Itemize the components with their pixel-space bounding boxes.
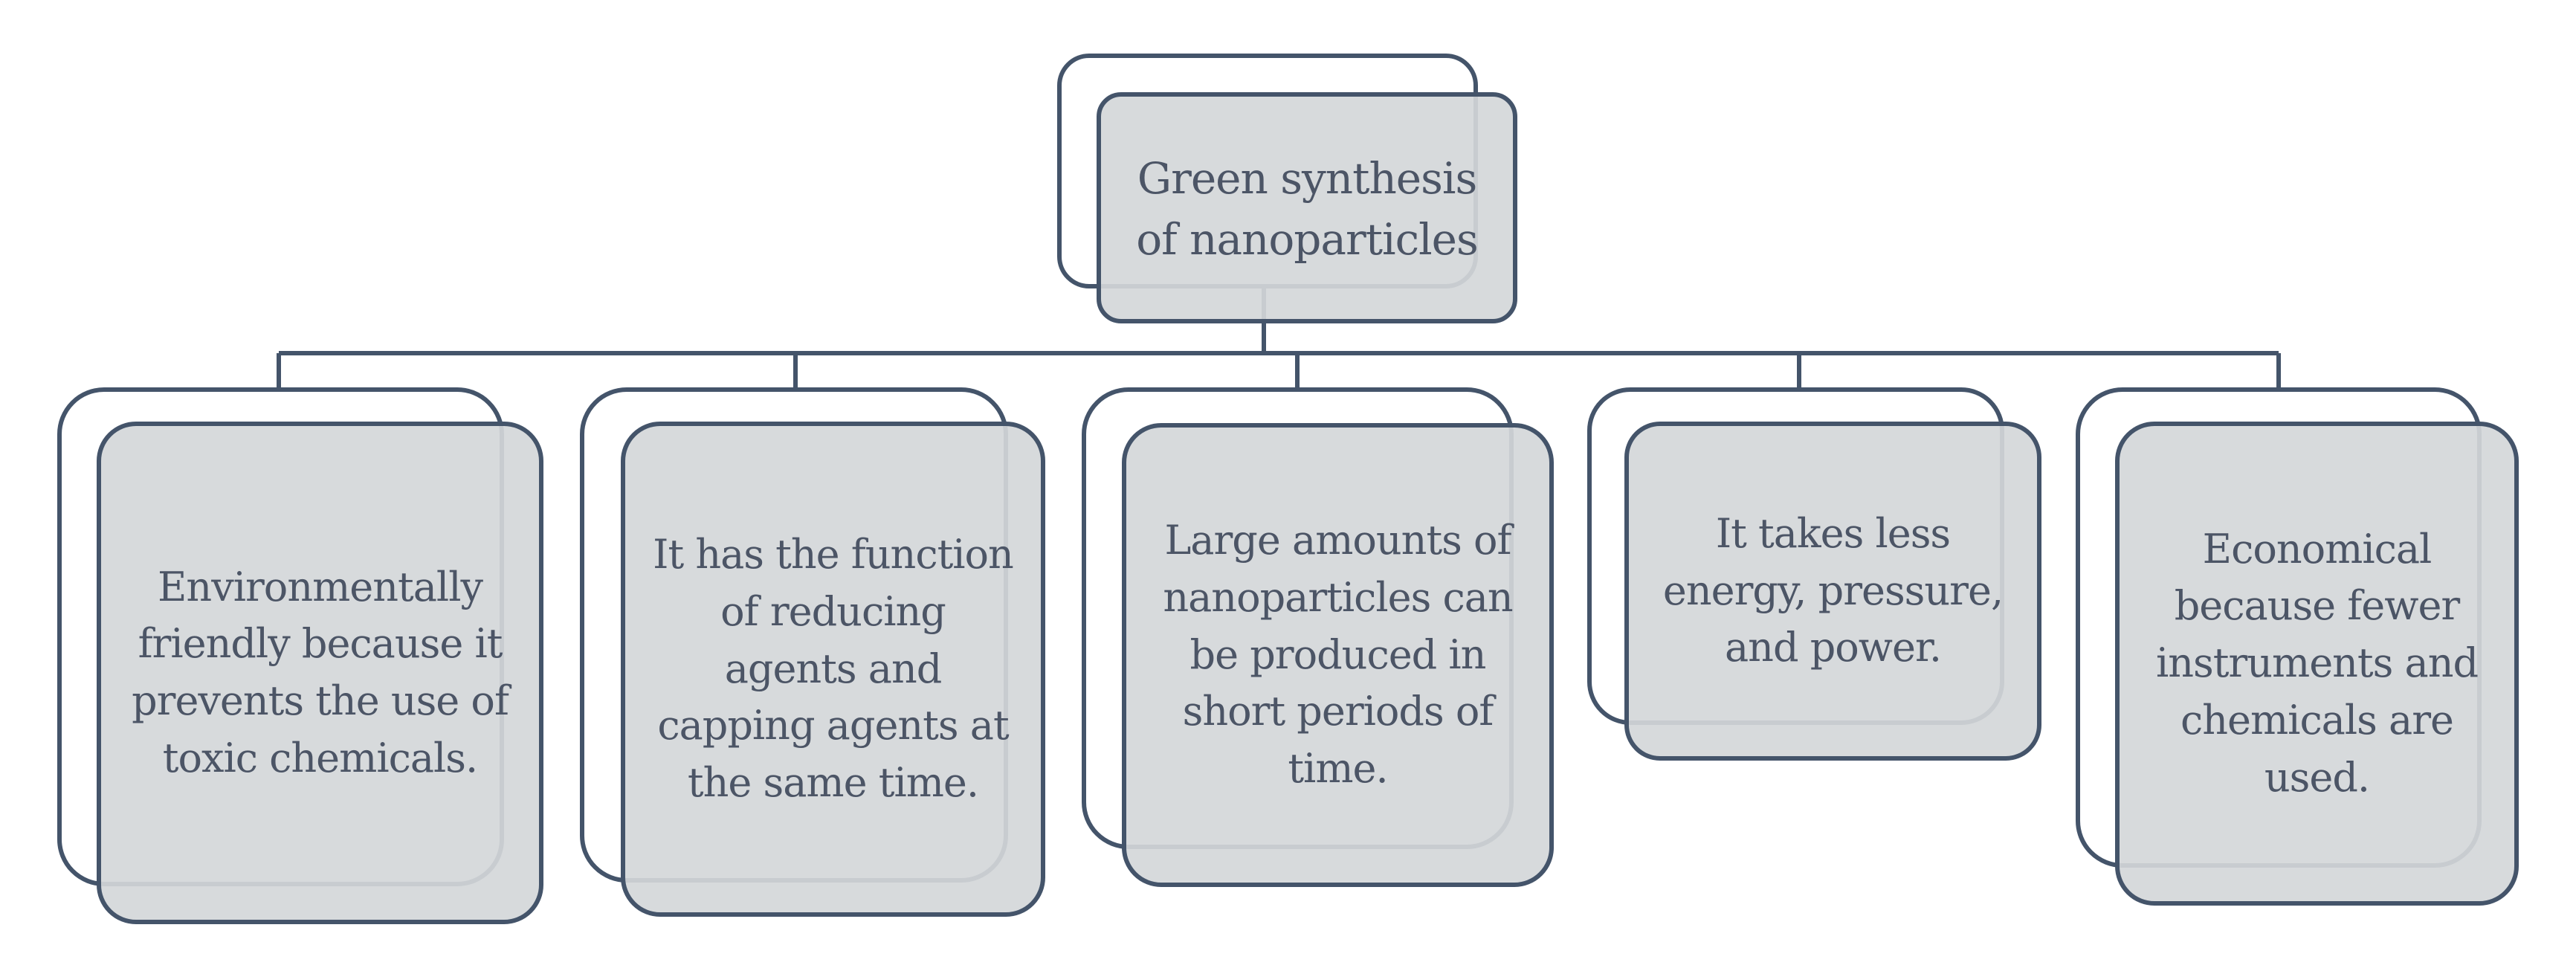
child-node-1 (57, 387, 543, 924)
child-node-5 (2076, 387, 2519, 906)
root-node-label: Green synthesis of nanoparticles (1136, 152, 1478, 265)
root-node-front-box (1097, 92, 1517, 323)
child-node-5-front-box (2115, 422, 2519, 906)
connector-lines (277, 283, 2281, 390)
child-node-4-front-box (1624, 422, 2041, 761)
child-node-3-label: Large amounts of nanoparticles can be pr… (1163, 517, 1513, 792)
child-node-2-label: It has the function of reducing agents a… (653, 531, 1014, 806)
child-node-3 (1082, 387, 1554, 887)
child-node-4 (1587, 387, 2041, 761)
child-node-3-front-box (1122, 423, 1554, 887)
root-node (1057, 54, 1517, 323)
child-node-2-front-box (621, 422, 1045, 917)
child-node-1-front-box (97, 422, 543, 924)
child-node-1-label: Environmentally friendly because it prev… (132, 563, 509, 781)
child-node-5-label: Economical because fewer instruments and… (2155, 525, 2479, 801)
child-node-4-label: It takes less energy, pressure, and powe… (1662, 509, 2004, 671)
child-node-2 (580, 387, 1045, 917)
